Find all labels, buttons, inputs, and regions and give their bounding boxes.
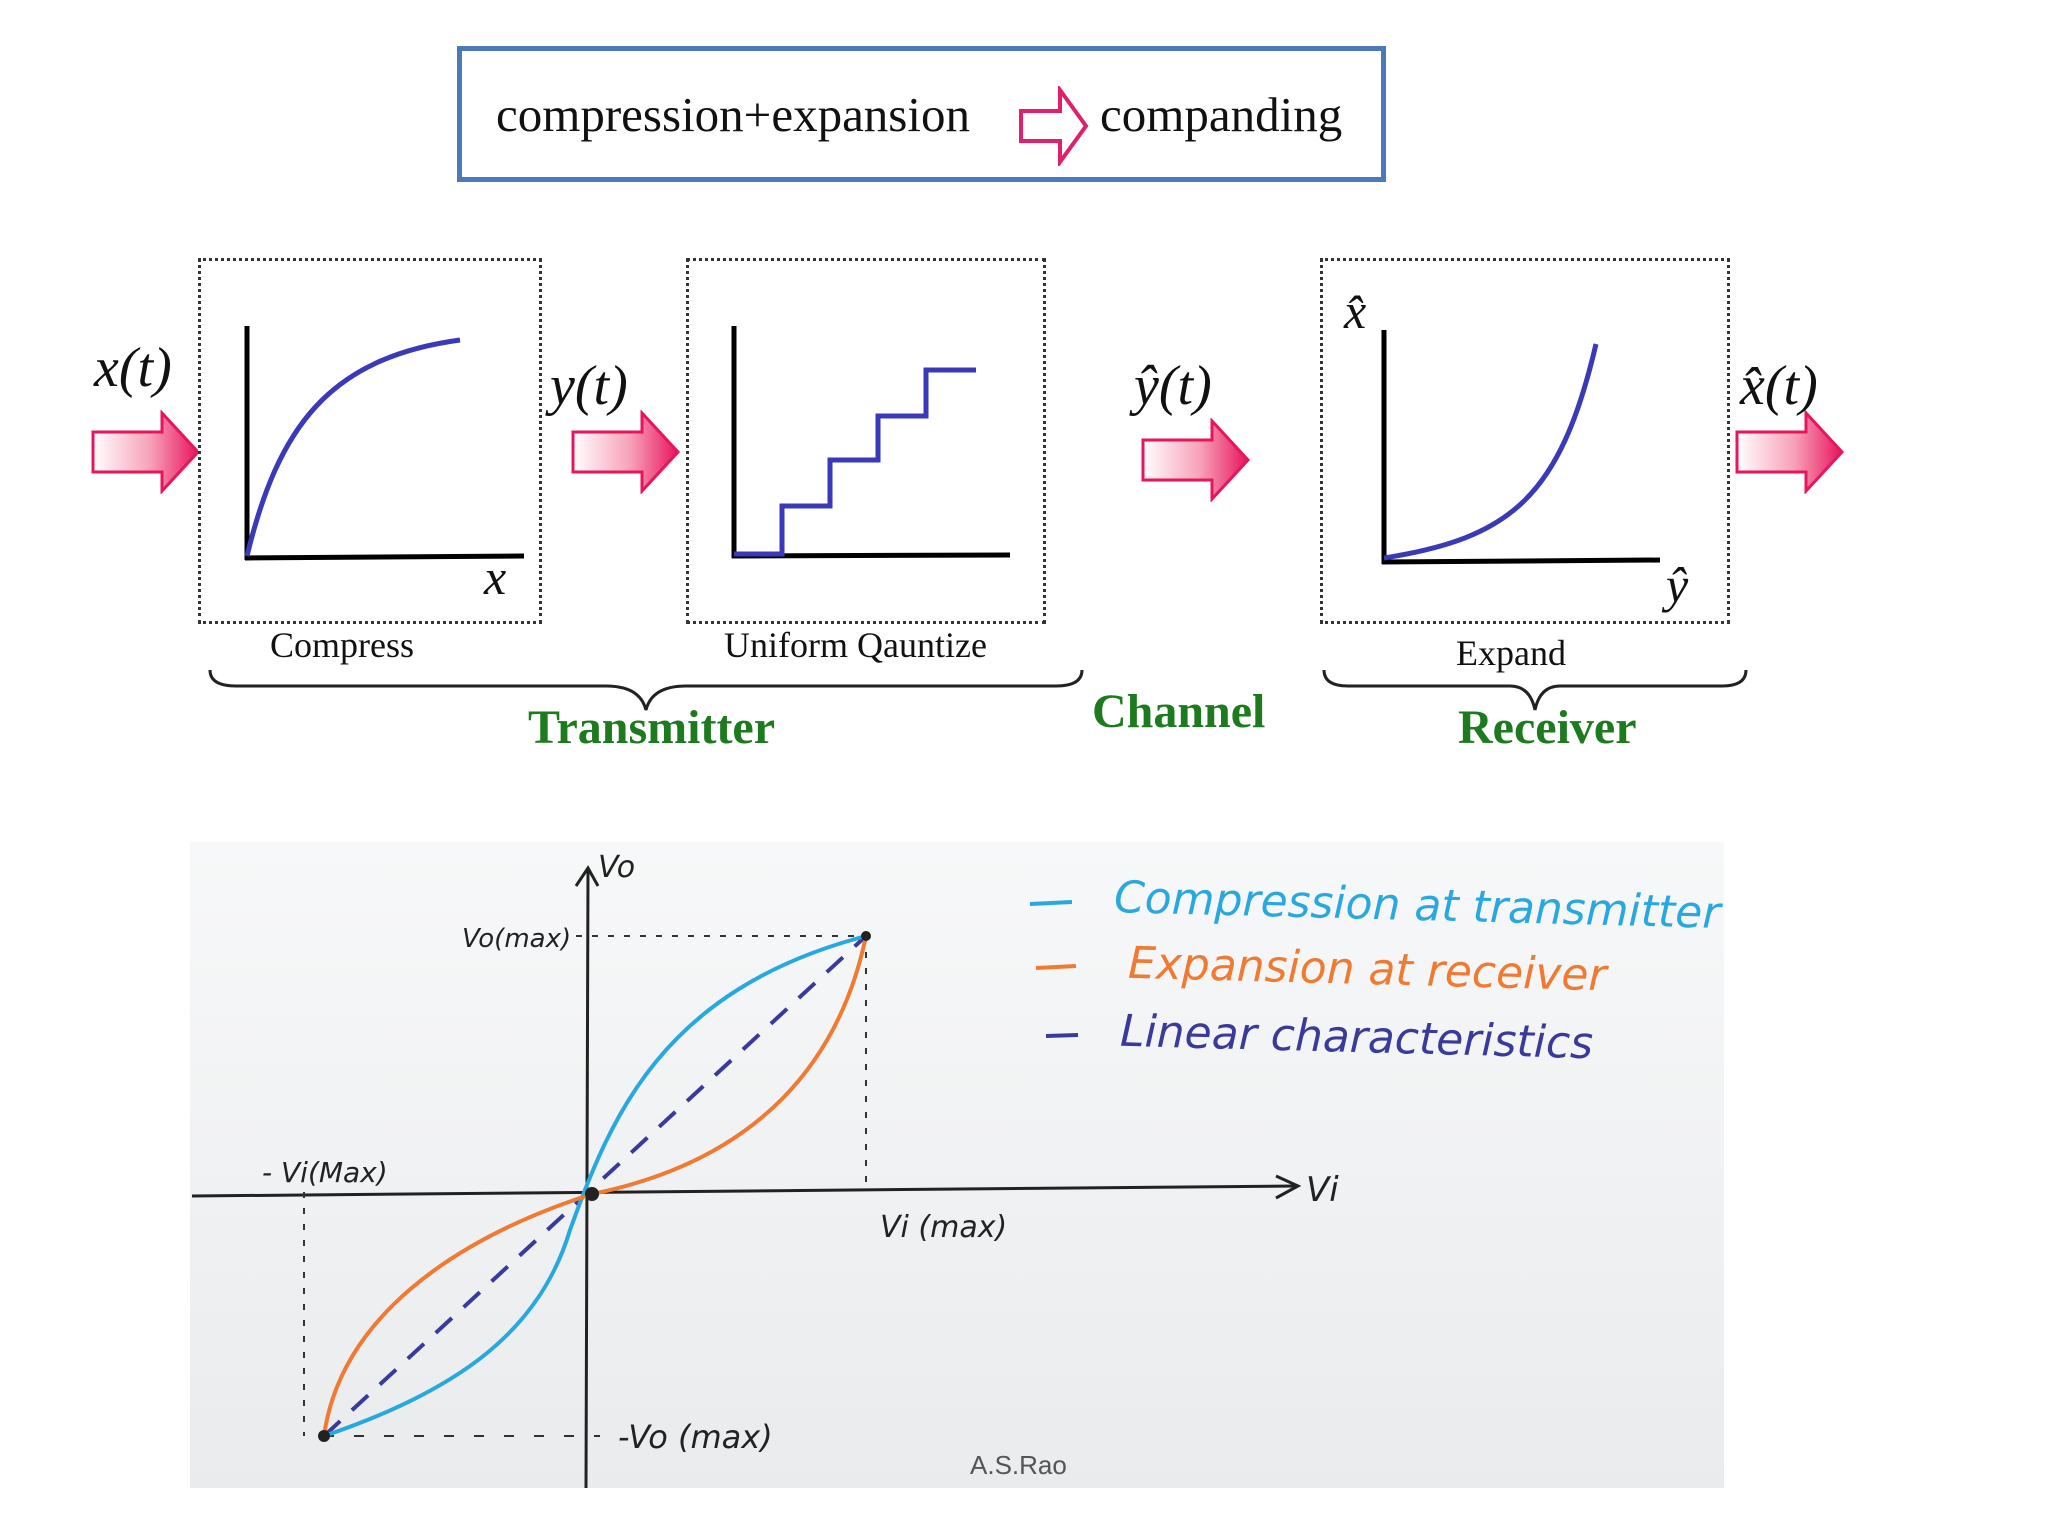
- title-box: [457, 46, 1386, 182]
- sketch-vi-axis-label: Vi: [1306, 1170, 1339, 1210]
- hollow-arrow-right-icon: [1019, 86, 1089, 166]
- input-signal-arrow: [91, 410, 201, 494]
- sketch-vo-max-label: Vo(max): [462, 924, 572, 954]
- received-signal-label: ŷ(t): [1134, 355, 1212, 417]
- compress-curve-plot: [244, 326, 525, 561]
- title-right-text: companding: [1100, 87, 1343, 142]
- title-left-text: compression+expansion: [496, 87, 970, 142]
- expand-curve-plot: [1381, 330, 1661, 565]
- receiver-section-label: Receiver: [1458, 701, 1637, 754]
- sketch-neg-vo-max-label: -Vo (max): [618, 1418, 773, 1456]
- channel-signal-arrow: [1141, 418, 1251, 502]
- input-signal-label: x(t): [94, 337, 172, 399]
- transmitter-brace: [208, 669, 1084, 711]
- quantize-block: [686, 258, 1046, 624]
- compress-block: [198, 258, 542, 624]
- expand-y-axis-label: x̂: [1344, 283, 1367, 339]
- sketch-neg-vi-max-label: - Vi(Max): [262, 1156, 388, 1189]
- transmitter-section-label: Transmitter: [528, 701, 776, 754]
- expand-x-axis-label: ŷ: [1666, 557, 1689, 613]
- sketch-vi-max-label: Vi (max): [880, 1210, 1008, 1245]
- compress-x-axis-label: x: [484, 549, 507, 605]
- quantize-label: Uniform Qauntize: [724, 625, 987, 665]
- quantize-staircase-plot: [731, 326, 1011, 559]
- expand-label: Expand: [1456, 633, 1566, 673]
- compress-label: Compress: [270, 625, 414, 665]
- compressed-signal-label: y(t): [550, 355, 628, 417]
- author-credit: A.S.Rao: [970, 1450, 1067, 1480]
- output-signal-label: x̂(t): [1740, 355, 1818, 417]
- receiver-brace: [1322, 669, 1748, 711]
- channel-section-label: Channel: [1092, 685, 1266, 738]
- compressed-signal-arrow: [571, 410, 681, 494]
- output-signal-arrow: [1735, 410, 1845, 494]
- sketch-vo-axis-label: Vo: [598, 850, 636, 885]
